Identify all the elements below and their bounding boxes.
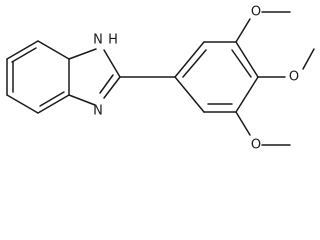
bond [99,74,114,94]
atom-label-h: H [108,33,118,48]
bond [235,76,259,113]
bond [302,48,315,70]
atom-label-n: N [93,104,103,119]
bond [182,49,207,78]
atom-label-o: O [251,138,261,153]
bond [103,49,121,78]
bond [37,40,70,60]
bond [68,94,96,106]
bond [6,40,39,60]
bond-lines [6,11,315,146]
atom-labels: N H N O O O [93,5,299,153]
atom-label-o: O [289,70,299,85]
chemical-structure-diagram: N H N O O O [6,5,315,153]
atom-label-n: N [93,33,103,48]
bond [39,91,65,107]
bond [174,41,205,78]
bond [103,76,121,99]
bond [11,47,37,63]
bond [231,49,252,78]
bond [6,94,39,114]
bond [235,41,259,78]
bond [68,48,97,60]
bond [235,18,251,43]
bond [37,94,70,114]
bond [235,111,251,136]
atom-label-o: O [251,5,261,20]
bond [174,76,205,113]
